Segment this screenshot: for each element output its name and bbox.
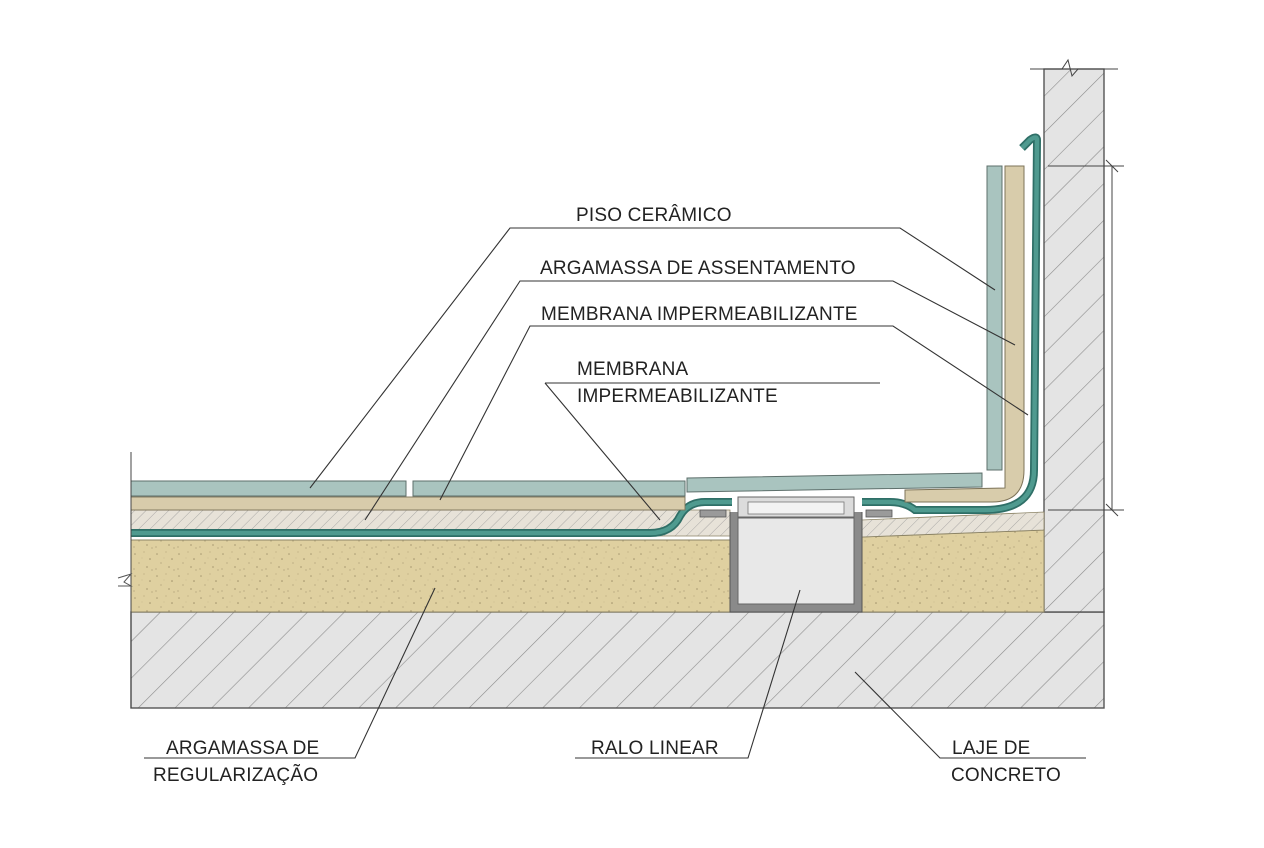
leader-ralo bbox=[575, 589, 801, 759]
dimension-line bbox=[1048, 159, 1124, 517]
screed-layer-right bbox=[861, 529, 1045, 613]
concrete-wall bbox=[1043, 68, 1105, 613]
label-membrana-lower-2: IMPERMEABILIZANTE bbox=[577, 386, 778, 407]
drain-flange-left bbox=[699, 509, 727, 518]
membrane-floor-core bbox=[131, 499, 732, 536]
label-argamassa-assentamento: ARGAMASSA DE ASSENTAMENTO bbox=[540, 258, 856, 279]
label-regularizacao-1: ARGAMASSA DE bbox=[166, 738, 319, 759]
label-laje-2: CONCRETO bbox=[951, 765, 1061, 786]
leader-assentamento bbox=[364, 280, 1016, 521]
leader-laje bbox=[854, 671, 1086, 759]
label-membrana-upper: MEMBRANA IMPERMEABILIZANTE bbox=[541, 304, 858, 325]
setting-mortar-floor bbox=[130, 496, 686, 511]
label-ralo-linear: RALO LINEAR bbox=[591, 738, 719, 759]
membrane-wall-core bbox=[862, 135, 1040, 513]
label-piso-ceramico: PISO CERÂMICO bbox=[576, 204, 732, 226]
floor-tile-3 bbox=[686, 472, 983, 493]
screed-layer bbox=[130, 539, 731, 613]
setting-mortar-wall bbox=[904, 165, 1025, 503]
label-membrana-lower-1: MEMBRANA bbox=[577, 359, 689, 380]
floor-tile-1 bbox=[130, 480, 407, 497]
drain-flange-right bbox=[865, 509, 893, 518]
label-laje-1: LAJE DE bbox=[952, 738, 1031, 759]
floor-tile-2 bbox=[412, 480, 686, 497]
left-break-zigzag bbox=[117, 573, 133, 587]
label-regularizacao-2: REGULARIZAÇÃO bbox=[153, 764, 318, 786]
wall-break-mark bbox=[1030, 58, 1118, 78]
leader-regularizacao bbox=[144, 587, 436, 759]
wall-tile bbox=[986, 165, 1003, 471]
leader-membrana-upper bbox=[439, 325, 1029, 501]
concrete-slab bbox=[130, 611, 1105, 709]
leader-membrana-lower bbox=[544, 382, 880, 521]
leader-piso bbox=[309, 227, 996, 489]
linear-drain bbox=[699, 496, 893, 613]
